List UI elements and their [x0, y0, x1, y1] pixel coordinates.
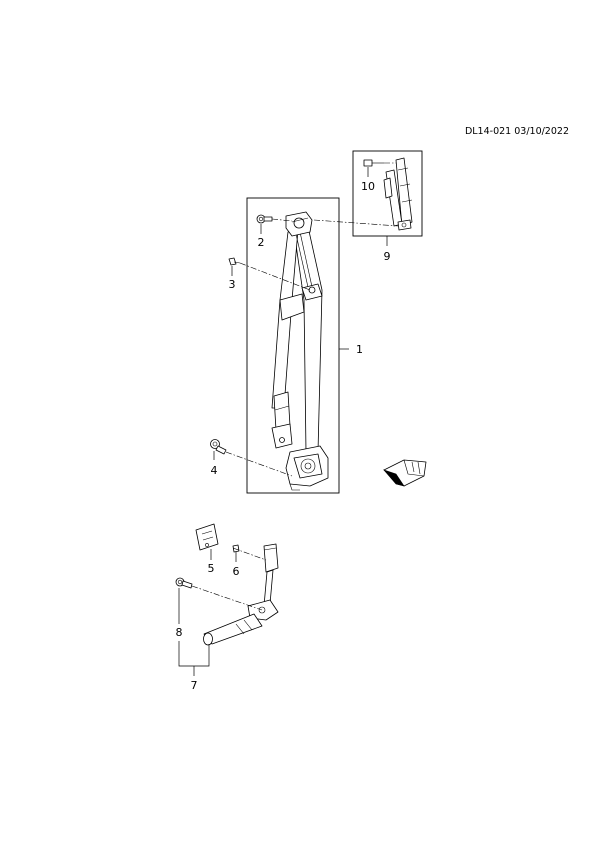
- buckle-assembly-7[interactable]: [203, 543, 279, 646]
- anchor-bolt-2[interactable]: [256, 214, 273, 224]
- ref-6[interactable]: 6: [233, 565, 240, 578]
- ref-3[interactable]: 3: [229, 278, 236, 291]
- assembly-line-4: [225, 451, 293, 477]
- vehicle-orientation-icon: [383, 459, 427, 487]
- ref-9[interactable]: 9: [384, 250, 391, 263]
- ref-7[interactable]: 7: [191, 679, 198, 692]
- assembly-line-6: [232, 547, 267, 561]
- buckle-cover-5[interactable]: [195, 523, 219, 551]
- bolt-3[interactable]: [228, 257, 241, 266]
- seat-belt-retractor-assembly[interactable]: [271, 211, 329, 491]
- assembly-line-2: [271, 218, 293, 222]
- ref-5[interactable]: 5: [208, 562, 215, 575]
- bolt-10[interactable]: [363, 159, 384, 167]
- assembly-line-3: [239, 262, 311, 291]
- assembly-line-9: [313, 219, 399, 227]
- leader-7-bracket: [178, 641, 210, 667]
- clip-6[interactable]: [232, 544, 240, 553]
- ref-8[interactable]: 8: [176, 626, 183, 639]
- height-adjuster-9[interactable]: [383, 157, 413, 231]
- bolt-8[interactable]: [175, 577, 193, 589]
- ref-4[interactable]: 4: [211, 464, 218, 477]
- ref-1[interactable]: 1: [356, 343, 363, 356]
- ref-10[interactable]: 10: [361, 180, 375, 193]
- assembly-line-8: [191, 585, 263, 611]
- assembly-1-frame: [246, 197, 340, 494]
- ref-2[interactable]: 2: [258, 236, 265, 249]
- drawing-code: DL14-021 03/10/2022: [465, 126, 569, 137]
- bolt-4[interactable]: [210, 439, 227, 455]
- assembly-9-frame: [352, 150, 423, 237]
